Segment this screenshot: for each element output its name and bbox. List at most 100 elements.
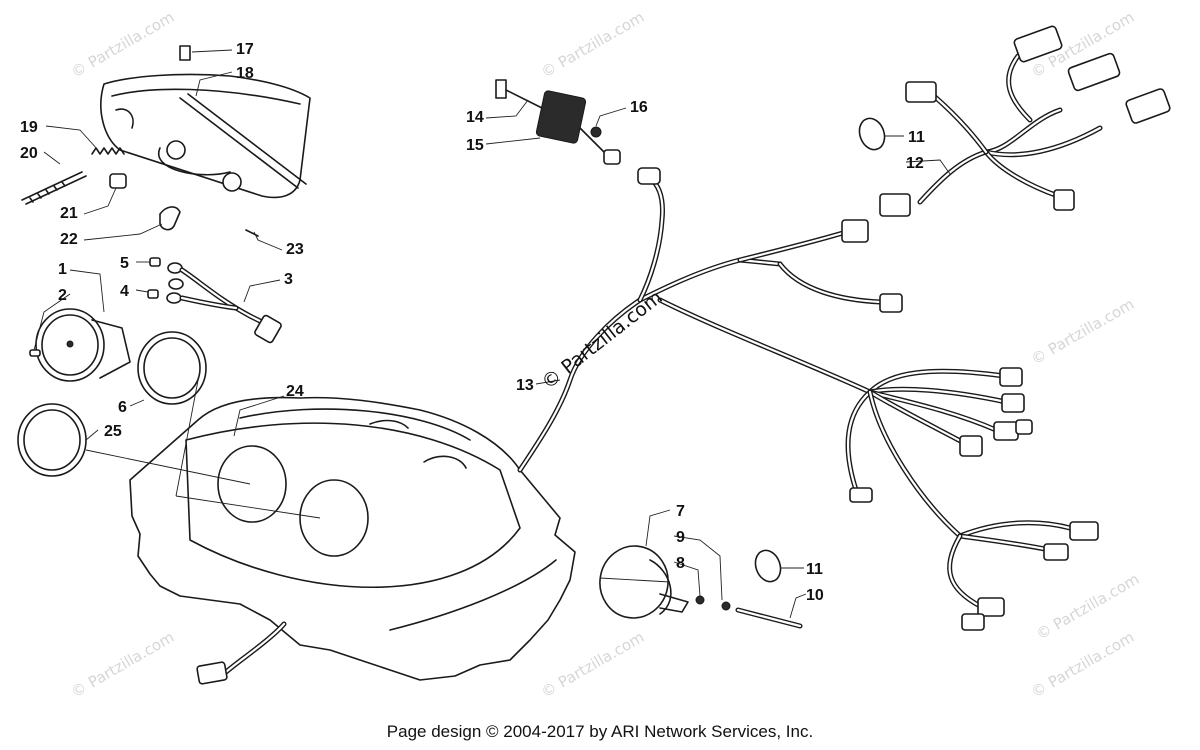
gauge-rear-housing — [91, 319, 131, 379]
callout-12: 12 — [906, 155, 924, 172]
gauge-face — [41, 314, 99, 376]
gauge-opening — [299, 479, 369, 557]
connector-part — [879, 193, 911, 217]
headlight-lens-edge — [187, 93, 307, 185]
connector-part — [993, 421, 1019, 441]
leader-line — [905, 159, 951, 175]
callout-19: 19 — [20, 119, 38, 136]
nut-part — [590, 126, 602, 138]
leader-line — [233, 395, 285, 437]
main-harness — [517, 25, 1171, 631]
connector-part — [196, 661, 228, 685]
leader-line — [43, 151, 61, 165]
callout-8: 8 — [676, 555, 685, 572]
watermark: © Partzilla.com — [1028, 295, 1137, 368]
page-footer: Page design © 2004-2017 by ARI Network S… — [386, 722, 814, 741]
leader-line — [789, 593, 807, 619]
callouts: 17 18 19 20 21 22 23 1 2 5 4 3 6 25 24 1… — [20, 41, 925, 604]
connector-part — [254, 314, 282, 344]
leader-line — [595, 107, 627, 127]
bulb-part — [109, 173, 127, 189]
connector-part — [1001, 393, 1025, 413]
leader-line — [129, 399, 145, 407]
gauge-seal-ring — [137, 331, 207, 405]
dash-vent — [423, 455, 467, 469]
leader-line — [195, 71, 233, 97]
callout-20: 20 — [20, 145, 38, 162]
headlight-rear-bulge — [157, 147, 231, 176]
callout-16: 16 — [630, 99, 648, 116]
leader-line — [175, 369, 201, 497]
bolt-part — [495, 79, 507, 99]
bulb-part — [149, 257, 161, 267]
bulb-part — [29, 349, 41, 357]
gauge-bezel — [17, 403, 87, 477]
callout-25: 25 — [104, 423, 122, 440]
callout-1: 1 — [58, 261, 67, 278]
callout-14: 14 — [466, 109, 484, 126]
small-gauge-stem — [659, 593, 689, 613]
leader-line — [673, 535, 723, 601]
gauge-opening — [217, 445, 287, 523]
nut-part — [721, 601, 731, 611]
leader-line — [599, 577, 671, 583]
connector-part — [841, 219, 869, 243]
leader-line — [645, 509, 671, 547]
headlight-bulb-socket — [166, 140, 186, 160]
callout-23: 23 — [286, 241, 304, 258]
dash-ridge — [239, 408, 471, 441]
gauge-assembly — [17, 257, 282, 477]
dash-ridge — [389, 559, 557, 631]
bulb-part — [147, 289, 159, 299]
connector-part — [905, 81, 937, 103]
watermark-center: © Partzilla.com — [538, 286, 667, 394]
connector-part — [603, 149, 621, 165]
leader-line — [135, 289, 149, 293]
leader-line — [673, 561, 701, 597]
dash-gauge-pod — [185, 422, 521, 589]
headlight-bulb-socket — [222, 172, 242, 192]
callout-18: 18 — [236, 65, 254, 82]
regulator-assembly — [495, 79, 621, 165]
leader-line — [83, 223, 163, 241]
leader-line — [33, 293, 71, 351]
harness-wire — [777, 261, 883, 305]
watermark: © Partzilla.com — [538, 8, 647, 81]
leader-line — [175, 495, 321, 519]
retainer-clip — [245, 229, 259, 237]
callout-11-bottom: 11 — [806, 561, 823, 578]
connector-part — [961, 613, 985, 631]
sub-harness-wire — [983, 149, 1061, 199]
socket-part — [168, 278, 184, 290]
callout-6: 6 — [118, 399, 127, 416]
dash-vent — [369, 419, 409, 429]
dash-panel-assembly — [129, 396, 576, 685]
connector-part — [1067, 52, 1121, 92]
callout-9: 9 — [676, 529, 685, 546]
headlight-lens-edge — [179, 97, 299, 189]
connector-part — [1043, 543, 1069, 561]
connector-part — [637, 167, 661, 185]
leader-line — [485, 137, 541, 145]
watermark: © Partzilla.com — [68, 8, 177, 81]
washer-part — [695, 595, 705, 605]
connector-part — [999, 367, 1023, 387]
grommet-ring — [858, 117, 886, 151]
watermark: © Partzilla.com — [538, 628, 647, 701]
callout-7: 7 — [676, 503, 685, 520]
bolt-shank — [505, 89, 543, 109]
connector-part — [849, 487, 873, 503]
headlight-lens-edge — [111, 88, 301, 105]
socket-part — [166, 292, 182, 304]
leader-line — [85, 429, 99, 441]
spring-part — [91, 147, 125, 155]
leader-line — [85, 449, 251, 485]
leader-line — [253, 231, 283, 251]
boot-part — [159, 206, 181, 231]
callout-10: 10 — [806, 587, 824, 604]
callout-17: 17 — [236, 41, 254, 58]
headlight-housing — [100, 73, 311, 199]
leader-line — [535, 379, 561, 385]
gauge-needle-hub — [66, 340, 74, 348]
headlight-bulb-socket — [115, 108, 134, 129]
